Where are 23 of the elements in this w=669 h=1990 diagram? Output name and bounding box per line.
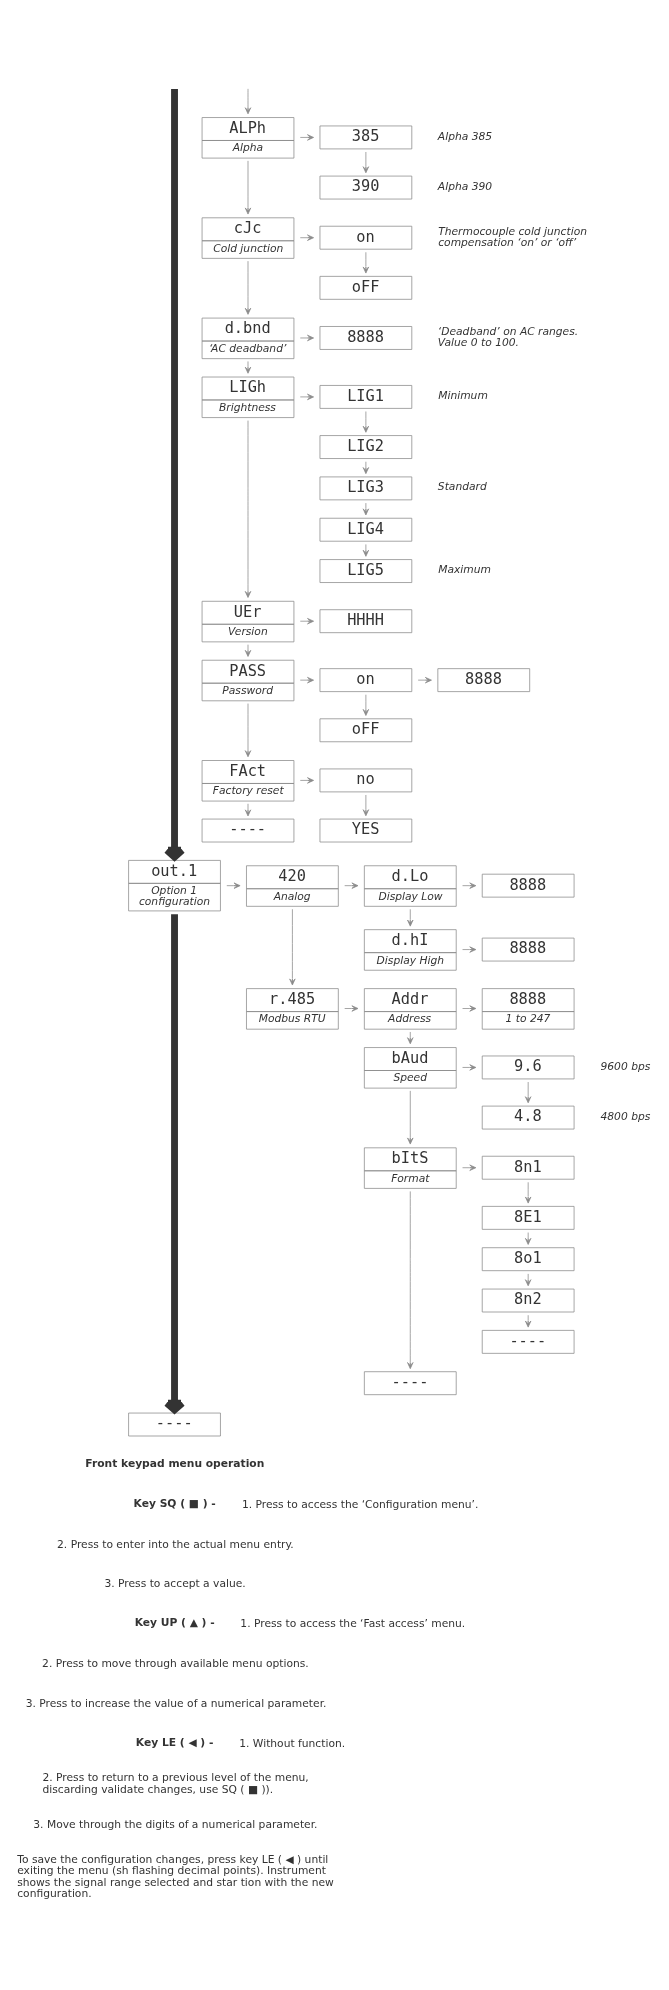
label: 2. Press to enter into the actual menu entry. (57, 1537, 294, 1551)
node-label: Alpha 385 (437, 129, 493, 142)
label: Front keypad menu operation (85, 1456, 265, 1470)
label: 2. Press to return to a previous level of the menu, discarding validate changes, use SQ ( ■ )). (42, 1770, 309, 1796)
label: 1. Press to access the ‘Configuration menu’. (241, 1497, 479, 1511)
label: Key LE ( ◀ ) - (135, 1735, 214, 1749)
label: Thermocouple cold junction compensation ‘on’ or ‘off’ (438, 224, 588, 249)
label: 3. Press to increase the value of a numerical parameter. (25, 1696, 327, 1710)
node-label: ‘Deadband’ on AC ranges. Value 0 to 100. (437, 324, 579, 349)
label: 1. Without function. (239, 1736, 346, 1750)
label: 2. Press to move through available menu options. (42, 1656, 309, 1670)
label: 1. Press to access the ‘Fast access’ menu. (240, 1616, 466, 1630)
node-label: Minimum (438, 388, 488, 402)
node-label: 9600 bps (600, 1059, 651, 1073)
node-label: Alpha 390 (437, 179, 493, 193)
label: To save the configuration changes, press key LE ( ◀ ) until exiting the menu (sh flashing decimal points). Instrument shows the signal range selected and star tion with the new configuration. (17, 1852, 334, 1900)
label: 3. Press to accept a value. (104, 1576, 246, 1590)
label: 3. Move through the digits of a numerical parameter. (33, 1817, 318, 1831)
label: Key UP ( ▲ ) - (134, 1615, 215, 1629)
label: Key SQ ( ■ ) - (133, 1496, 216, 1510)
node-label: Standard (437, 479, 487, 493)
node-label: 4800 bps (600, 1109, 651, 1123)
node-label: Maximum (438, 562, 491, 576)
